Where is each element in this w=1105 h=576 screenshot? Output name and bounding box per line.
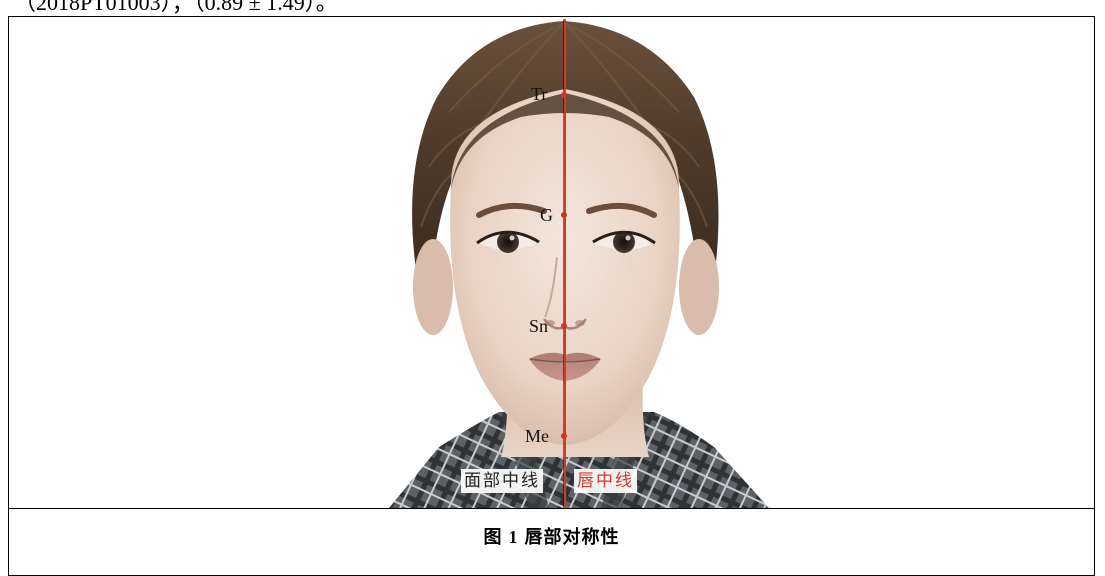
face-illustration: [389, 19, 769, 508]
left-eyebrow: [476, 202, 547, 218]
right-eyebrow: [586, 202, 657, 218]
landmark-label-me: Me: [525, 426, 549, 446]
landmark-dot-tr: [561, 92, 567, 98]
face-midline-legend: 面部中线: [461, 469, 543, 493]
lip-midline-legend: 唇中线: [574, 469, 637, 493]
left-eye: [476, 230, 540, 253]
caption-title: 唇部对称性: [524, 527, 620, 548]
caption-prefix: 图: [483, 527, 503, 548]
figure-divider: [9, 508, 1094, 509]
landmark-label-g: G: [540, 205, 553, 225]
caption-number: 1: [508, 527, 519, 547]
preceding-text-line: （2018PT01003）；（0.89 ± 1.49）。: [14, 0, 338, 15]
right-ear: [679, 239, 719, 335]
hairline: [451, 93, 679, 189]
hair-strands: [420, 22, 708, 228]
right-eye: [592, 230, 656, 253]
landmark-dot-sn: [561, 323, 567, 329]
landmark-label-tr: Tr: [531, 84, 548, 104]
landmark-dot-g: [561, 212, 567, 218]
left-ear: [413, 239, 453, 335]
landmark-label-sn: Sn: [529, 316, 549, 336]
landmark-dot-me: [561, 433, 567, 439]
